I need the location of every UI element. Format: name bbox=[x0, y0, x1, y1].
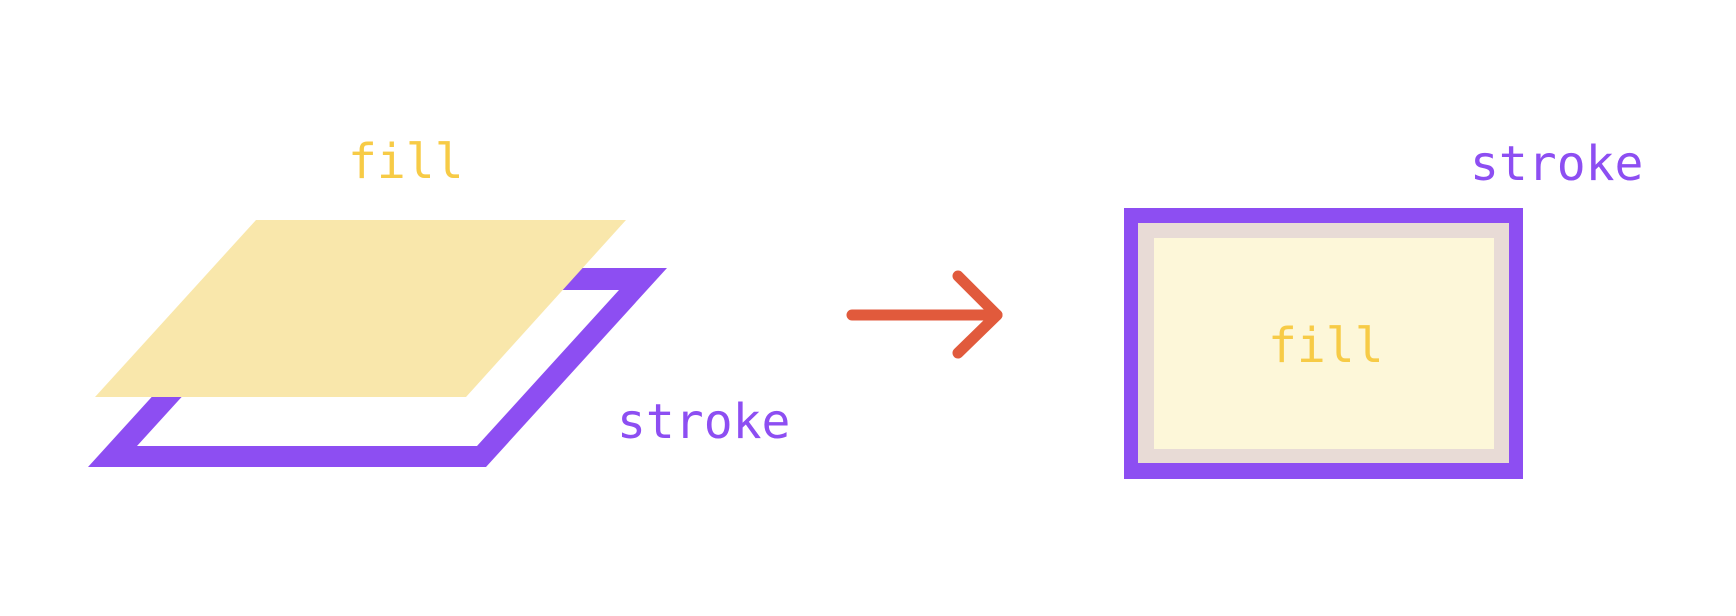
shape-stroke-label: stroke bbox=[1470, 136, 1643, 192]
fill-layer bbox=[95, 220, 626, 397]
shape-fill bbox=[1154, 238, 1494, 449]
fill-layer-label: fill bbox=[348, 134, 464, 190]
exploded-layers: fill stroke bbox=[88, 134, 790, 467]
stroke-layer-label: stroke bbox=[617, 394, 790, 450]
composed-shape: fill stroke bbox=[1124, 136, 1643, 479]
shape-fill-label: fill bbox=[1268, 318, 1384, 374]
arrow-right-icon bbox=[846, 270, 1003, 359]
